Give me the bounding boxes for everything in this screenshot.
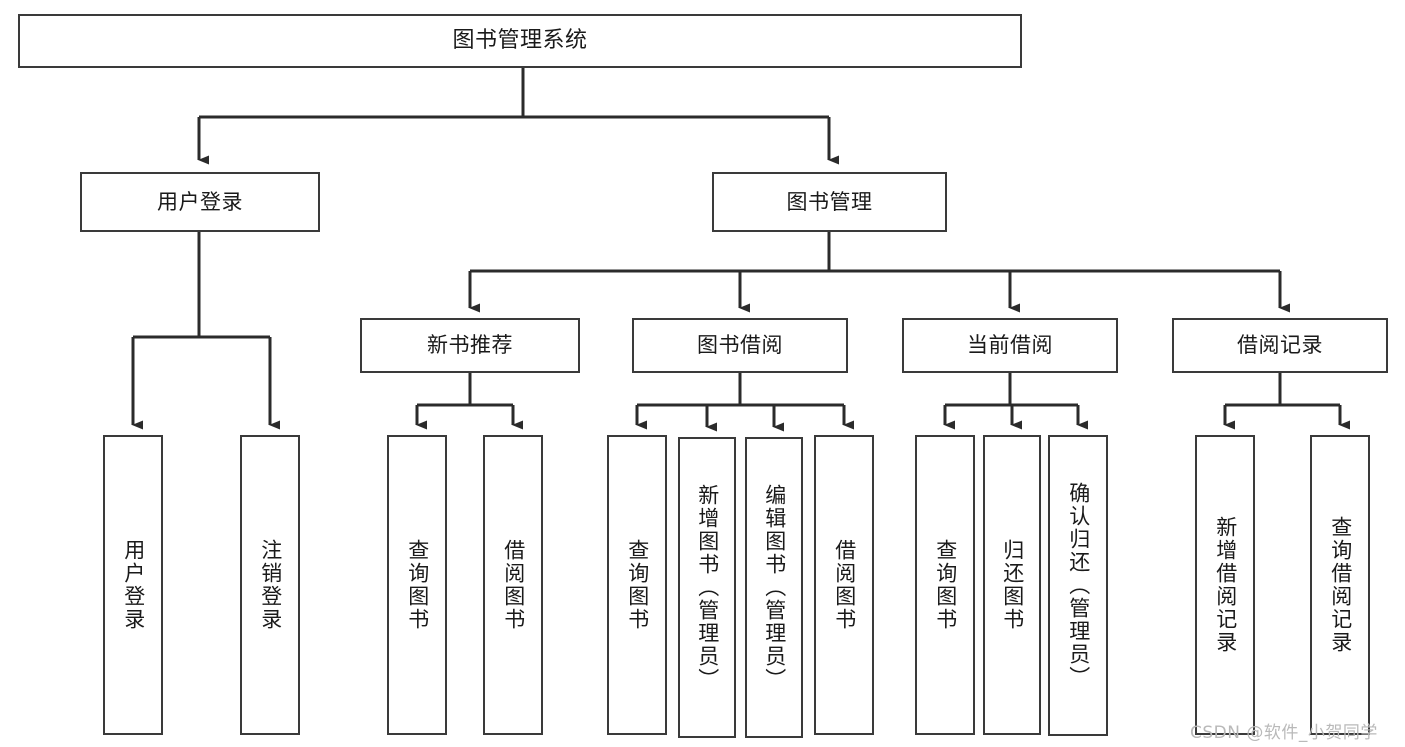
node-leaf-user-login-label: 用户登录 [121, 539, 146, 631]
node-leaf-confirm-return-admin-label: 确认归还（管理员） [1066, 482, 1091, 689]
node-borrow-record[interactable]: 借阅记录 [1172, 318, 1388, 373]
node-leaf-borrow-book-1[interactable]: 借阅图书 [483, 435, 543, 735]
node-book-manage[interactable]: 图书管理 [712, 172, 947, 232]
node-book-manage-label: 图书管理 [786, 189, 873, 214]
node-leaf-confirm-return-admin[interactable]: 确认归还（管理员） [1048, 435, 1108, 736]
node-leaf-add-book-admin[interactable]: 新增图书（管理员） [678, 437, 736, 738]
node-leaf-query-book-2[interactable]: 查询图书 [607, 435, 667, 735]
node-leaf-add-borrow-record-label: 新增借阅记录 [1213, 516, 1238, 654]
node-leaf-add-book-admin-label: 新增图书（管理员） [695, 484, 720, 691]
node-leaf-query-book-3-label: 查询图书 [933, 539, 958, 631]
node-leaf-query-borrow-record[interactable]: 查询借阅记录 [1310, 435, 1370, 735]
node-leaf-edit-book-admin[interactable]: 编辑图书（管理员） [745, 437, 803, 738]
node-leaf-logout-label: 注销登录 [258, 539, 283, 631]
node-user-login[interactable]: 用户登录 [80, 172, 320, 232]
node-leaf-return-book-label: 归还图书 [1000, 539, 1025, 631]
node-leaf-query-book-1-label: 查询图书 [405, 539, 430, 631]
node-root-label: 图书管理系统 [452, 28, 588, 54]
node-user-login-label: 用户登录 [157, 189, 243, 214]
node-current-borrow-label: 当前借阅 [967, 333, 1053, 358]
node-current-borrow[interactable]: 当前借阅 [902, 318, 1118, 373]
node-new-book-recommend-label: 新书推荐 [427, 333, 513, 358]
node-borrow-record-label: 借阅记录 [1237, 333, 1323, 358]
node-leaf-borrow-book-2[interactable]: 借阅图书 [814, 435, 874, 735]
node-leaf-query-borrow-record-label: 查询借阅记录 [1328, 516, 1353, 654]
node-leaf-query-book-1[interactable]: 查询图书 [387, 435, 447, 735]
node-leaf-add-borrow-record[interactable]: 新增借阅记录 [1195, 435, 1255, 735]
node-leaf-logout[interactable]: 注销登录 [240, 435, 300, 735]
node-leaf-query-book-2-label: 查询图书 [625, 539, 650, 631]
node-leaf-borrow-book-1-label: 借阅图书 [501, 539, 526, 631]
node-leaf-query-book-3[interactable]: 查询图书 [915, 435, 975, 735]
node-new-book-recommend[interactable]: 新书推荐 [360, 318, 580, 373]
node-root[interactable]: 图书管理系统 [18, 14, 1022, 68]
node-leaf-borrow-book-2-label: 借阅图书 [832, 539, 857, 631]
node-leaf-edit-book-admin-label: 编辑图书（管理员） [762, 484, 787, 691]
node-book-borrow-label: 图书借阅 [697, 333, 783, 358]
csdn-watermark: CSDN @软件_小贺同学 [1190, 723, 1378, 743]
node-leaf-return-book[interactable]: 归还图书 [983, 435, 1041, 735]
node-book-borrow[interactable]: 图书借阅 [632, 318, 848, 373]
node-leaf-user-login[interactable]: 用户登录 [103, 435, 163, 735]
